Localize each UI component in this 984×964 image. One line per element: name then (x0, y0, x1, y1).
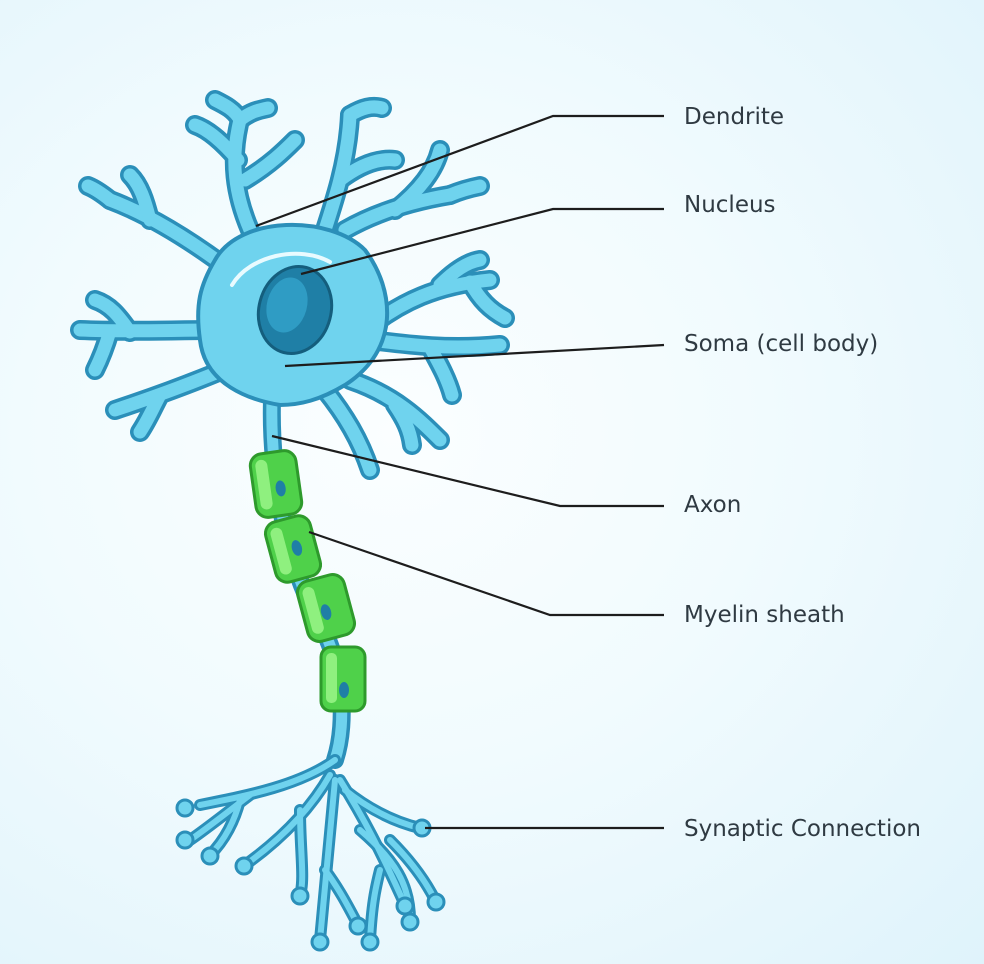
label-synaptic-connection: Synaptic Connection (684, 816, 921, 842)
myelin-segment (295, 573, 357, 643)
label-dendrite: Dendrite (684, 104, 785, 130)
label-nucleus: Nucleus (684, 192, 776, 218)
synaptic-terminal (395, 896, 415, 916)
myelin-sheath (248, 449, 367, 713)
nucleus (256, 264, 334, 356)
synaptic-terminal (310, 932, 330, 952)
leader-line-myelin (308, 530, 664, 617)
synaptic-terminal (360, 932, 380, 952)
synaptic-terminal (234, 856, 254, 876)
synaptic-terminal (290, 886, 310, 906)
label-axon: Axon (684, 492, 742, 518)
leader-line-axon (271, 434, 664, 508)
label-myelin-sheath: Myelin sheath (684, 602, 845, 628)
myelin-segment (248, 449, 304, 519)
myelin-segment (319, 645, 367, 713)
myelin-segment (263, 514, 323, 584)
synaptic-terminal (348, 916, 368, 936)
leader-line-dendrite (255, 114, 664, 228)
synaptic-terminal (175, 798, 195, 818)
label-soma: Soma (cell body) (684, 331, 879, 357)
leader-line-nucleus (300, 207, 664, 276)
synaptic-terminal (400, 912, 420, 932)
synaptic-terminal (175, 830, 195, 850)
leader-line-soma (284, 343, 665, 368)
synaptic-terminal (426, 892, 446, 912)
axon-terminals (175, 754, 446, 952)
synaptic-terminal (200, 846, 220, 866)
leader-lines (255, 114, 665, 830)
